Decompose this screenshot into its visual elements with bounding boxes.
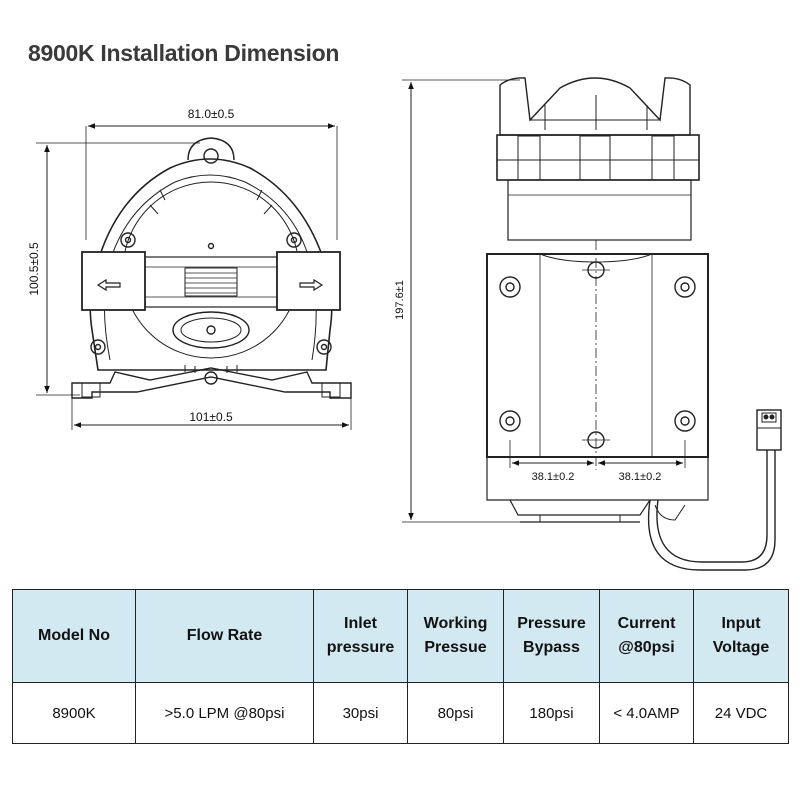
inlet-port (81, 251, 146, 311)
power-cable (647, 450, 776, 571)
header-current: Current@80psi (599, 589, 694, 683)
page-title: 8900K Installation Dimension (28, 40, 340, 66)
cell-working-pressure: 80psi (407, 682, 504, 744)
front-view (36, 123, 352, 430)
base-plate (71, 367, 352, 399)
dim-mount-right: 38.1±0.2 (619, 471, 662, 483)
dim-mount-left: 38.1±0.2 (532, 471, 575, 483)
mounting-plate (486, 253, 709, 458)
table-row: 8900K >5.0 LPM @80psi 30psi 80psi 180psi… (12, 682, 789, 744)
dim-side-height: 197.6±1 (394, 280, 406, 320)
header-flow-rate: Flow Rate (135, 589, 314, 683)
cell-current: < 4.0AMP (599, 682, 694, 744)
cell-input-voltage: 24 VDC (693, 682, 789, 744)
cell-pressure-bypass: 180psi (503, 682, 600, 744)
dim-front-width-base: 101±0.5 (189, 410, 233, 424)
dim-front-height: 100.5±0.5 (27, 242, 41, 296)
cell-flow-rate: >5.0 LPM @80psi (135, 682, 314, 744)
header-model-no: Model No (12, 589, 136, 683)
outlet-port (276, 251, 341, 311)
dim-front-width-top: 81.0±0.5 (188, 107, 235, 121)
power-connector (756, 409, 782, 451)
technical-drawing: 81.0±0.5 100.5±0.5 101±0.5 197.6±1 38.1±… (27, 77, 782, 571)
side-view (402, 77, 782, 571)
cell-inlet-pressure: 30psi (313, 682, 408, 744)
cell-model-no: 8900K (12, 682, 136, 744)
